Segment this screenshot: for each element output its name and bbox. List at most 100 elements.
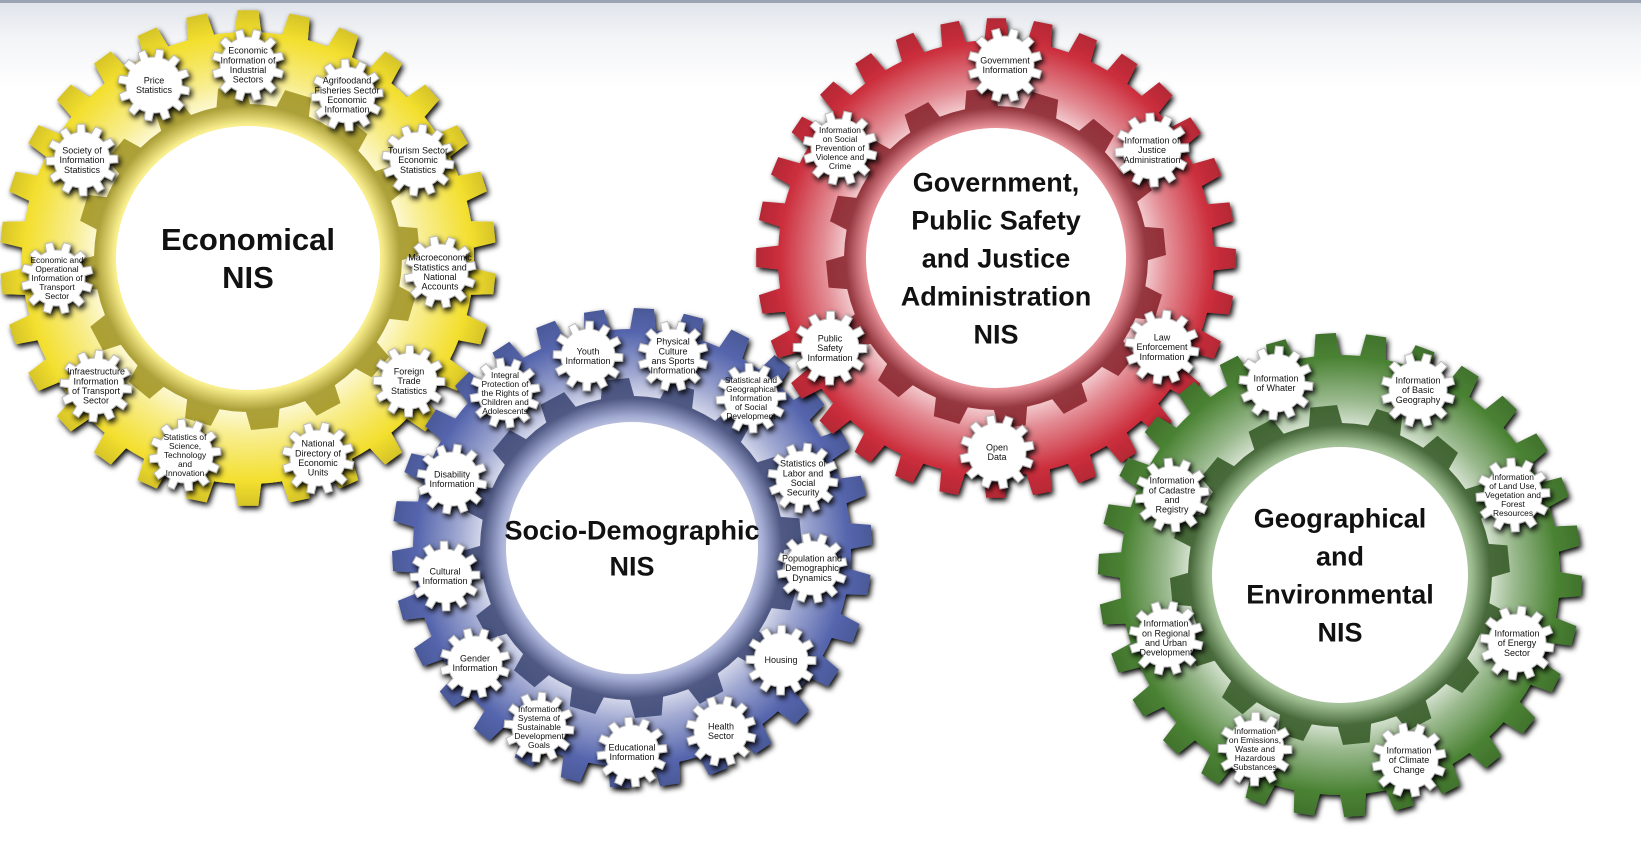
subsystem-label-line: Protection of	[481, 379, 529, 389]
subsystem-label-line: Information	[1386, 745, 1431, 755]
subsystem-label-line: of Basic	[1402, 385, 1435, 395]
government-center-disc	[866, 128, 1126, 388]
small-gear-shape	[792, 310, 868, 386]
subsystem-label-line: Infraestructure	[67, 367, 125, 377]
subsystem-label-line: Development	[726, 411, 776, 421]
subsystem-label-line: Information of	[31, 273, 83, 283]
subsystem-label-line: Information	[1253, 373, 1298, 383]
subsystem-label-line: Security	[787, 488, 820, 498]
subsystem-label-line: and Urban	[1145, 638, 1187, 648]
small-gear-shape	[45, 123, 119, 197]
small-gear-shape	[416, 443, 488, 515]
subsystem-label-line: Science,	[169, 441, 201, 451]
title-line: NIS	[609, 552, 654, 582]
small-gear-shape	[552, 320, 624, 392]
subsystem-label-line: Transport	[39, 282, 75, 292]
subsystem-label-line: Statistics	[64, 165, 101, 175]
subsystem-label-line: Sectors	[233, 75, 264, 85]
subsystem-label-line: Waste and	[1235, 744, 1275, 754]
subsystem-label-line: Culture	[658, 346, 687, 356]
subsystem-label-line: Change	[1393, 765, 1425, 775]
subsystem-label-line: Information	[452, 663, 497, 673]
small-gear-shape	[802, 110, 878, 186]
subsystem-label-line: Innovation	[166, 468, 205, 478]
subsystem-label-line: Open	[986, 442, 1008, 452]
subsystem-label-line: Statistics and	[413, 262, 467, 272]
small-gear-shape	[281, 421, 355, 495]
subsystem-label-line: of Climate	[1389, 755, 1430, 765]
subsystem-label-line: Public	[818, 333, 843, 343]
subsystem-label-line: Price	[144, 75, 165, 85]
small-gear-shape	[381, 123, 455, 197]
small-gear-shape	[59, 349, 133, 423]
subsystem-label-line: National	[423, 272, 456, 282]
subsystem-label-line: Disability	[434, 469, 471, 479]
subsystem-label-line: and	[1164, 495, 1179, 505]
subsystem-label-line: Foreign	[394, 366, 425, 376]
subsystem-label-line: Information	[1395, 375, 1440, 385]
small-gear-shape	[1371, 722, 1447, 798]
subsystem-label-line: Data	[987, 452, 1006, 462]
small-gear-shape	[637, 320, 709, 392]
subsystem-label-line: Information	[1139, 352, 1184, 362]
subsystem-label-line: Development	[1139, 648, 1193, 658]
subsystem-label-line: Information	[73, 376, 118, 386]
small-gear-shape	[211, 28, 285, 102]
small-gear-shape	[117, 48, 191, 122]
subsystem-label-line: Sustainable	[517, 722, 561, 732]
subsystem-label-line: on Social	[823, 134, 858, 144]
subsystem-label-line: Directory of	[295, 448, 342, 458]
subsystem-label-line: Housing	[764, 655, 797, 665]
subsystem-label-line: Economic	[327, 95, 367, 105]
subsystem-label-line: Statistics of	[780, 459, 827, 469]
subsystem-label-line: Prevention of	[815, 143, 865, 153]
subsystem-label: Housing	[764, 655, 797, 665]
title-line: Economical	[161, 222, 335, 257]
subsystem-label-line: Information	[730, 393, 772, 403]
subsystem-label-line: Development	[514, 731, 564, 741]
subsystem-gear: Housing	[745, 624, 817, 696]
subsystem-label-line: on Regional	[1142, 628, 1190, 638]
subsystem-label-line: of Transport	[72, 386, 121, 396]
subsystem-label-line: Technology	[164, 450, 207, 460]
small-gear-shape	[1114, 112, 1190, 188]
subsystem-label-line: Information	[324, 105, 369, 115]
top-rule	[0, 0, 1641, 3]
subsystem-label-line: Units	[308, 468, 329, 478]
small-gear-shape	[685, 695, 757, 767]
subsystem-label-line: and	[178, 459, 192, 469]
subsystem-label-line: Systema of	[518, 713, 561, 723]
subsystem-label-line: Sector	[1504, 648, 1530, 658]
